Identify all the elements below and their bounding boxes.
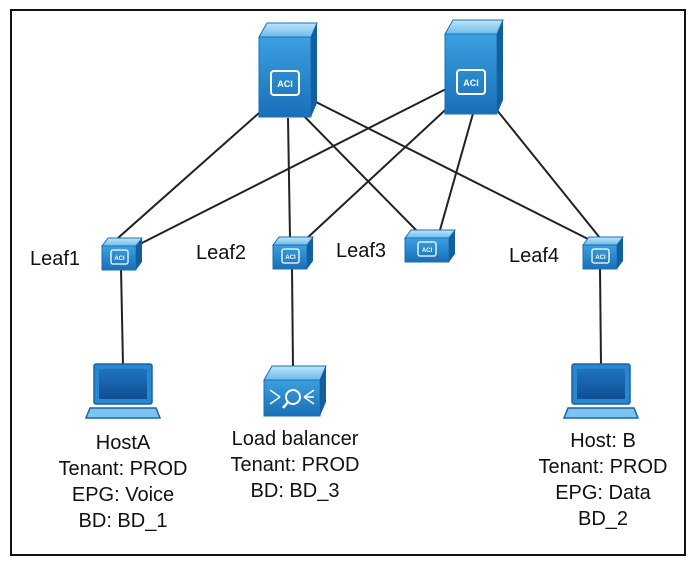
- hostB-caption: Host: B Tenant: PROD EPG: Data BD_2: [503, 428, 700, 532]
- leaf4-badge: ACI: [595, 255, 606, 261]
- leaf-switch-1: ACI: [101, 237, 143, 271]
- aci-icon: ACI: [456, 69, 486, 95]
- aci-icon: [417, 241, 437, 257]
- link-leaf4-hostB: [599, 267, 602, 366]
- leaf2-badge: ACI: [285, 255, 296, 261]
- leaf1-label: Leaf1: [30, 248, 81, 270]
- link-spine1-leaf1: [117, 104, 269, 239]
- aci-icon: ACI: [270, 70, 300, 96]
- leaf-switch-2: ACI: [272, 236, 314, 270]
- hostB-tenant: Tenant: PROD: [538, 456, 668, 478]
- link-spine1-leaf3: [299, 111, 419, 233]
- spine-switch-2: ACI: [444, 19, 504, 115]
- lb-bd: BD: BD_3: [250, 480, 340, 502]
- spine2-badge: ACI: [463, 78, 479, 88]
- link-spine2-leaf2: [304, 99, 457, 241]
- aci-icon: [110, 249, 129, 265]
- hostB-bd: BD_2: [577, 508, 629, 530]
- hostA-bd: BD: BD_1: [78, 510, 168, 532]
- leaf1-badge: ACI: [114, 256, 125, 262]
- leaf4-label: Leaf4: [509, 245, 560, 267]
- lb-tenant: Tenant: PROD: [230, 454, 360, 476]
- laptop-icon: [84, 363, 162, 419]
- leaf3-badge: ACI: [422, 248, 433, 254]
- leaf2-label: Leaf2: [196, 242, 247, 264]
- aci-icon: [591, 248, 610, 264]
- link-spine2-leaf1: [131, 87, 449, 249]
- leaf-switch-3: ACI: [404, 229, 456, 263]
- hostA-epg: EPG: Voice: [71, 484, 175, 506]
- link-spine2-leaf4: [491, 103, 601, 239]
- spine1-badge: ACI: [277, 79, 293, 89]
- load-balancer-icon: [263, 365, 327, 417]
- aci-icon: [281, 248, 300, 264]
- hostB-name: Host: B: [570, 430, 636, 452]
- link-leaf1-hostA: [120, 267, 124, 366]
- diagram-frame: [10, 9, 686, 556]
- link-spine1-leaf4: [311, 99, 591, 241]
- lb-caption: Load balancer Tenant: PROD BD: BD_3: [190, 426, 400, 504]
- leaf-switch-4: ACI: [582, 236, 624, 270]
- lb-name: Load balancer: [231, 428, 359, 450]
- hostA-name: HostA: [95, 432, 151, 454]
- hostA-tenant: Tenant: PROD: [58, 458, 188, 480]
- hostA-caption: HostA Tenant: PROD EPG: Voice BD: BD_1: [23, 430, 223, 534]
- leaf3-label: Leaf3: [336, 240, 387, 262]
- spine-switch-1: ACI: [258, 22, 318, 118]
- laptop-icon: [562, 363, 640, 419]
- link-spine1-leaf2: [287, 117, 291, 239]
- hostB-epg: EPG: Data: [555, 482, 651, 504]
- link-leaf2-lb: [291, 267, 294, 369]
- link-spine2-leaf3: [439, 109, 475, 231]
